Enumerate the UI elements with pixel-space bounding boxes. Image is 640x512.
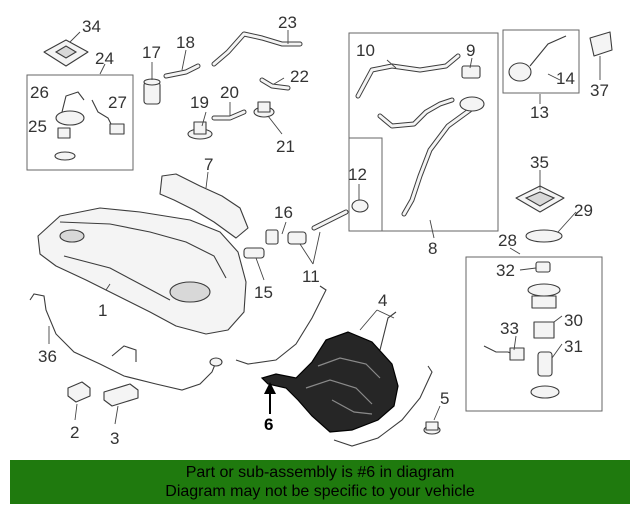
callout-17: 17 (142, 43, 161, 62)
part-10-hose (355, 53, 461, 99)
callout-18: 18 (176, 33, 195, 52)
part-21-fitting (253, 101, 275, 118)
callout-29: 29 (574, 201, 593, 220)
callout-37: 37 (590, 81, 609, 100)
banner-line-1: Part or sub-assembly is #6 in diagram (185, 464, 455, 481)
callout-11: 11 (302, 267, 320, 286)
part-info-banner: Part or sub-assembly is #6 in diagram Di… (10, 460, 630, 504)
group-box-28 (465, 256, 603, 412)
callout-7: 7 (204, 155, 213, 174)
callout-19: 19 (190, 93, 209, 112)
callout-10: 10 (356, 41, 375, 60)
part-36-hose (29, 293, 217, 391)
callout-32: 32 (496, 261, 515, 280)
part-3-pad (103, 383, 139, 407)
part-12-clamp (351, 199, 369, 213)
callout-2: 2 (70, 423, 79, 442)
part-7-heat-shield (159, 173, 249, 239)
callout-31: 31 (564, 337, 583, 356)
part-4-strap-c (333, 365, 433, 447)
callout-35: 35 (530, 153, 549, 172)
part-14-fuel-cap (508, 35, 567, 82)
callout-22: 22 (290, 67, 309, 86)
part-17-valve (143, 78, 161, 105)
part-23-hose (211, 31, 303, 67)
group-box-8-notch (349, 137, 383, 231)
part-4-strap-b (379, 311, 397, 351)
part-27-gauge-unit (91, 99, 125, 135)
part-30-housing (527, 283, 561, 339)
part-35-plate (515, 185, 565, 213)
callout-14: 14 (556, 69, 575, 88)
callout-24: 24 (95, 49, 114, 68)
leader-lines (48, 30, 601, 425)
part-6-protector-highlighted (260, 331, 399, 433)
callout-27: 27 (108, 93, 127, 112)
callout-25: 25 (28, 117, 47, 136)
part-31-pump (530, 351, 560, 399)
part-32-cap (535, 261, 551, 273)
callout-5: 5 (440, 389, 449, 408)
part-36-bracket (111, 345, 137, 362)
callout-20: 20 (220, 83, 239, 102)
callout-9: 9 (466, 41, 475, 60)
part-1-fuel-tank (37, 207, 247, 335)
callout-13: 13 (530, 103, 549, 122)
group-box-24 (26, 74, 134, 171)
callout-labels: 34 24 26 27 25 17 18 23 22 20 19 21 7 16… (28, 13, 609, 448)
part-5-grommet (423, 421, 441, 435)
part-37-fuel-door (589, 31, 613, 57)
part-2-pad (67, 381, 91, 403)
part-26-sender (55, 91, 85, 126)
group-box-8 (348, 32, 499, 232)
part-34-gasket (43, 39, 89, 67)
callout-8: 8 (428, 239, 437, 258)
callout-34: 34 (82, 17, 101, 36)
part-19-fitting (187, 121, 213, 140)
callout-12: 12 (348, 165, 367, 184)
part-16-clamp (265, 229, 279, 245)
callout-4: 4 (378, 291, 387, 310)
part-4-strap (235, 285, 327, 365)
banner-line-2: Diagram may not be specific to your vehi… (165, 483, 475, 500)
callout-33: 33 (500, 319, 519, 338)
callout-36: 36 (38, 347, 57, 366)
callout-26: 26 (30, 83, 49, 102)
part-29-ring (525, 229, 563, 243)
callout-15: 15 (254, 283, 273, 302)
callout-16: 16 (274, 203, 293, 222)
part-33-sender (483, 345, 525, 361)
group-box-13 (502, 29, 580, 94)
part-9-valve (459, 65, 485, 112)
callout-1: 1 (98, 301, 107, 320)
part-36-end (209, 357, 223, 367)
callout-3: 3 (110, 429, 119, 448)
part-6-arrow (264, 382, 276, 414)
callout-23: 23 (278, 13, 297, 32)
callout-28: 28 (498, 231, 517, 250)
callout-21: 21 (276, 137, 295, 156)
callout-30: 30 (564, 311, 583, 330)
callout-6: 6 (264, 415, 273, 434)
part-25-ring (54, 127, 76, 161)
part-11-hose (287, 209, 349, 245)
part-15-fitting (243, 247, 265, 259)
